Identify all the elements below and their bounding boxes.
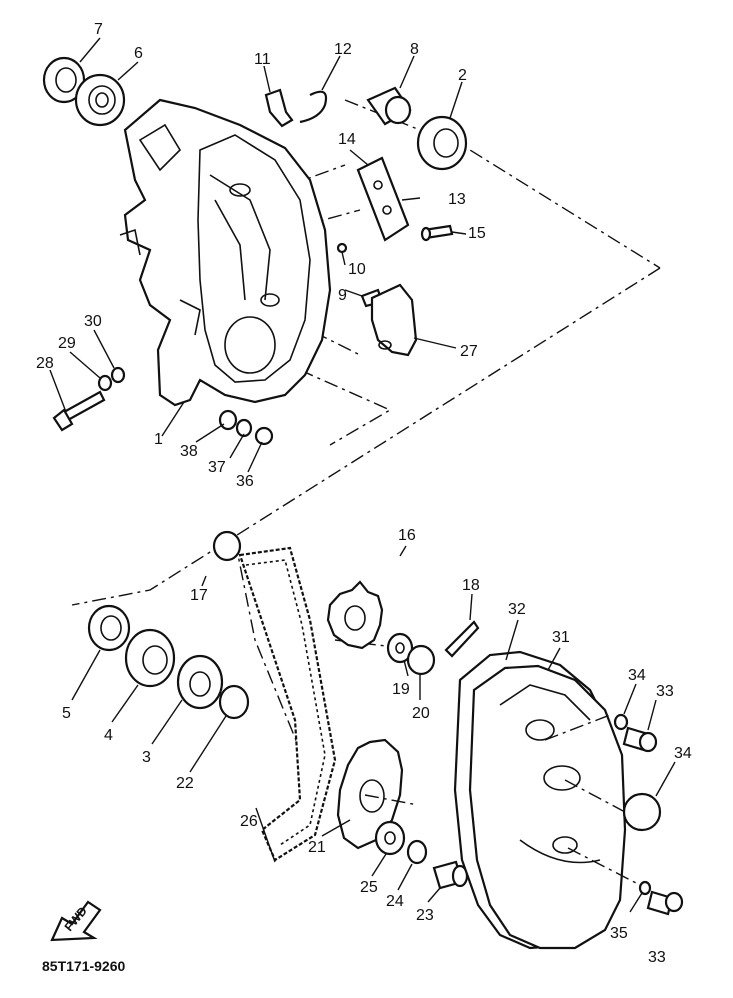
washer-10 [336, 242, 348, 254]
spacer-22 [218, 684, 250, 720]
callout-3: 3 [142, 749, 151, 766]
crankcase-cover [119, 98, 332, 407]
washer-25 [374, 820, 406, 856]
callout-18: 18 [462, 577, 480, 594]
sprocket-16 [326, 580, 384, 650]
callout-23: 23 [416, 907, 434, 924]
nut-36 [254, 426, 274, 446]
callout-1: 1 [154, 431, 163, 448]
callout-9: 9 [338, 287, 347, 304]
callout-35: 34 [674, 745, 692, 762]
callout-19: 19 [392, 681, 410, 698]
washer-29 [97, 374, 113, 392]
callout-2: 2 [458, 67, 467, 84]
callout-4: 4 [104, 727, 113, 744]
callout-26: 26 [240, 813, 258, 830]
oil-seal-7 [42, 56, 86, 104]
collar-17 [212, 530, 242, 562]
callout-numbers: 7 6 11 12 8 2 14 13 15 10 9 27 30 29 28 … [36, 21, 692, 966]
callout-20: 20 [412, 705, 430, 722]
callout-22: 22 [176, 775, 194, 792]
plate-13 [356, 156, 410, 242]
callout-21: 21 [308, 839, 326, 856]
bolt-23 [432, 860, 469, 890]
washer-30 [110, 366, 126, 384]
callout-16: 16 [398, 527, 416, 544]
washer-37 [235, 418, 253, 438]
callout-14: 14 [338, 131, 356, 148]
bolt-33-upper [622, 726, 658, 753]
bush-8 [366, 86, 412, 126]
callout-6: 6 [134, 45, 143, 62]
callout-13: 13 [448, 191, 466, 208]
callout-36: 36 [236, 473, 254, 490]
bearing-2 [416, 115, 468, 171]
washer-38 [218, 409, 238, 431]
callout-30: 30 [84, 313, 102, 330]
callout-8: 8 [410, 41, 419, 58]
bolt-33-lower [646, 890, 684, 916]
drawing-code: 85T171-9260 [42, 958, 126, 974]
callout-31: 31 [552, 629, 570, 646]
callout-24: 24 [386, 893, 404, 910]
callout-10: 10 [348, 261, 366, 278]
callout-25: 25 [360, 879, 378, 896]
callout-38: 38 [180, 443, 198, 460]
cotter-pin-18 [444, 620, 480, 658]
cover-alignment-lines [364, 714, 641, 886]
callout-34-lower: 35 [610, 925, 628, 942]
callout-7: 7 [94, 21, 103, 38]
callout-12: 12 [334, 41, 352, 58]
fitting-11 [264, 88, 294, 128]
hose-12 [299, 90, 328, 124]
washer-34-lower [638, 880, 652, 896]
callout-5: 5 [62, 705, 71, 722]
callout-34-upper: 34 [628, 667, 646, 684]
callout-27: 27 [460, 343, 478, 360]
callout-33-lower: 33 [648, 949, 666, 966]
sprocket-21 [336, 738, 404, 850]
bolt-28 [52, 390, 106, 432]
lock-washer-24 [406, 839, 428, 865]
bearing-4 [124, 628, 176, 688]
oil-seal-3 [176, 654, 224, 710]
bearing-5 [87, 604, 131, 652]
screw-15 [420, 224, 454, 242]
bearing-6 [74, 73, 126, 127]
callout-leaders [49, 37, 676, 913]
washer-34-upper [613, 713, 629, 731]
guide-27 [370, 283, 418, 357]
callout-28: 28 [36, 355, 54, 372]
callout-33-upper: 33 [656, 683, 674, 700]
forward-arrow: FWD [50, 900, 102, 942]
callout-32: 32 [508, 601, 526, 618]
callout-37: 37 [208, 459, 226, 476]
cap-35 [622, 792, 662, 832]
chain-cover-31 [468, 664, 627, 950]
callout-15: 15 [468, 225, 486, 242]
nut-20 [406, 644, 436, 676]
callout-29: 29 [58, 335, 76, 352]
callout-17: 17 [190, 587, 208, 604]
callout-11: 11 [254, 51, 271, 68]
washer-19 [386, 632, 414, 664]
